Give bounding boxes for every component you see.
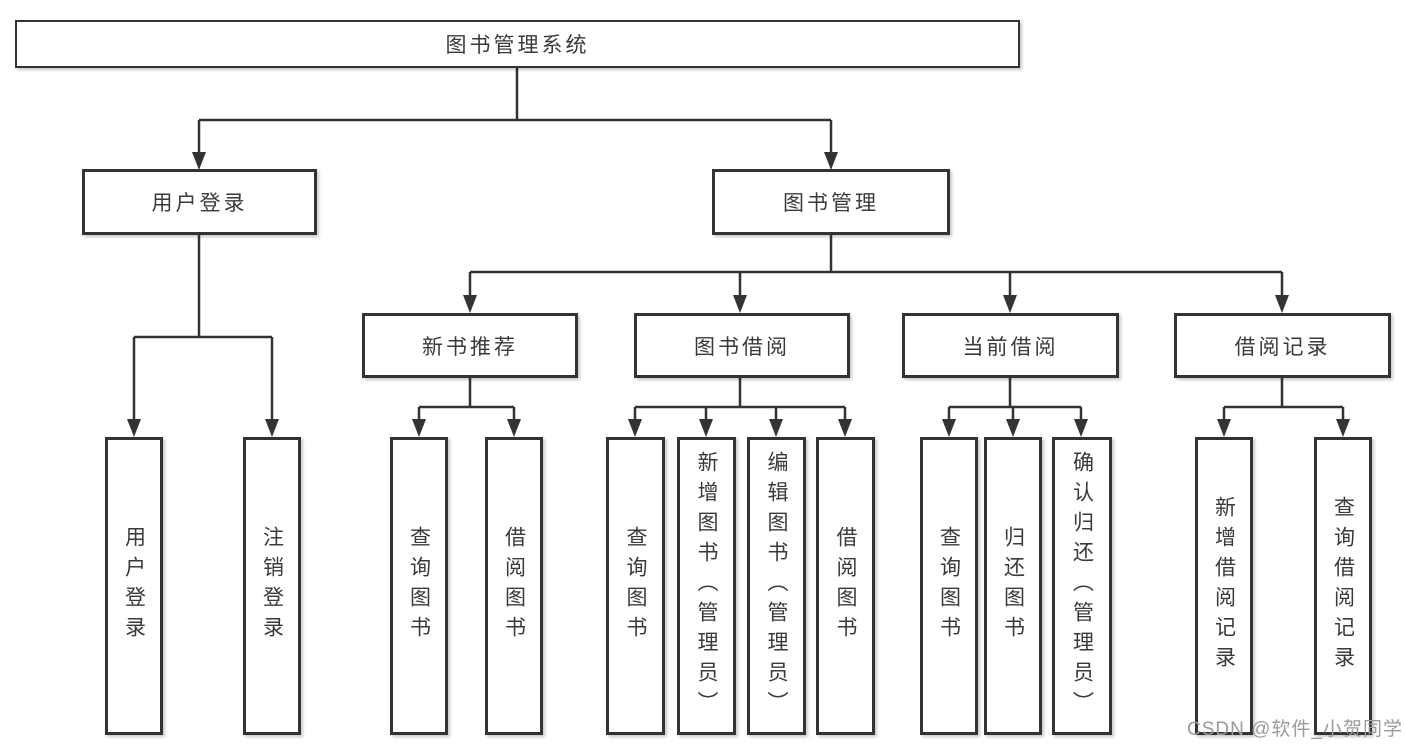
node-logout-leaf: 注销登录 (243, 437, 301, 735)
leaf-label: 新增借阅记录 (1212, 496, 1236, 676)
leaf-label: 查询图书 (937, 526, 961, 646)
leaf-label: 编辑图书（管理员） (765, 451, 788, 721)
node-confirm-return-admin-leaf: 确认归还（管理员） (1052, 437, 1112, 735)
leaf-label: 查询图书 (624, 526, 647, 646)
node-borrow-books-leaf-borrow: 借阅图书 (816, 437, 875, 735)
node-library-system-root: 图书管理系统 (15, 20, 1020, 68)
leaf-label: 新增图书（管理员） (695, 451, 718, 721)
node-edit-books-admin-leaf: 编辑图书（管理员） (747, 437, 806, 735)
node-book-management-branch: 图书管理 (712, 169, 950, 235)
node-new-book-recommend-section: 新书推荐 (362, 313, 578, 378)
leaf-label: 归还图书 (1001, 526, 1025, 646)
node-query-books-leaf-borrow: 查询图书 (606, 437, 665, 735)
leaf-label: 借阅图书 (502, 526, 526, 646)
node-borrow-records-section: 借阅记录 (1174, 313, 1391, 378)
leaf-label: 注销登录 (260, 526, 284, 646)
node-add-books-admin-leaf: 新增图书（管理员） (677, 437, 736, 735)
node-query-books-leaf-recommend: 查询图书 (390, 437, 448, 735)
node-add-borrow-record-leaf: 新增借阅记录 (1195, 437, 1253, 735)
node-current-borrow-section: 当前借阅 (902, 313, 1119, 378)
node-query-books-leaf-current: 查询图书 (920, 437, 978, 735)
node-query-borrow-record-leaf: 查询借阅记录 (1314, 437, 1372, 735)
node-user-login-leaf: 用户登录 (105, 437, 163, 735)
leaf-label: 查询借阅记录 (1331, 496, 1355, 676)
node-user-login-branch: 用户登录 (82, 169, 317, 235)
node-book-borrow-section: 图书借阅 (634, 313, 850, 378)
csdn-watermark: CSDN @软件_小贺同学 (1187, 719, 1403, 740)
leaf-label: 借阅图书 (834, 526, 857, 646)
leaf-label: 查询图书 (407, 526, 431, 646)
node-return-books-leaf: 归还图书 (984, 437, 1042, 735)
leaf-label: 用户登录 (122, 526, 146, 646)
node-borrow-books-leaf-recommend: 借阅图书 (485, 437, 543, 735)
leaf-label: 确认归还（管理员） (1070, 451, 1094, 721)
